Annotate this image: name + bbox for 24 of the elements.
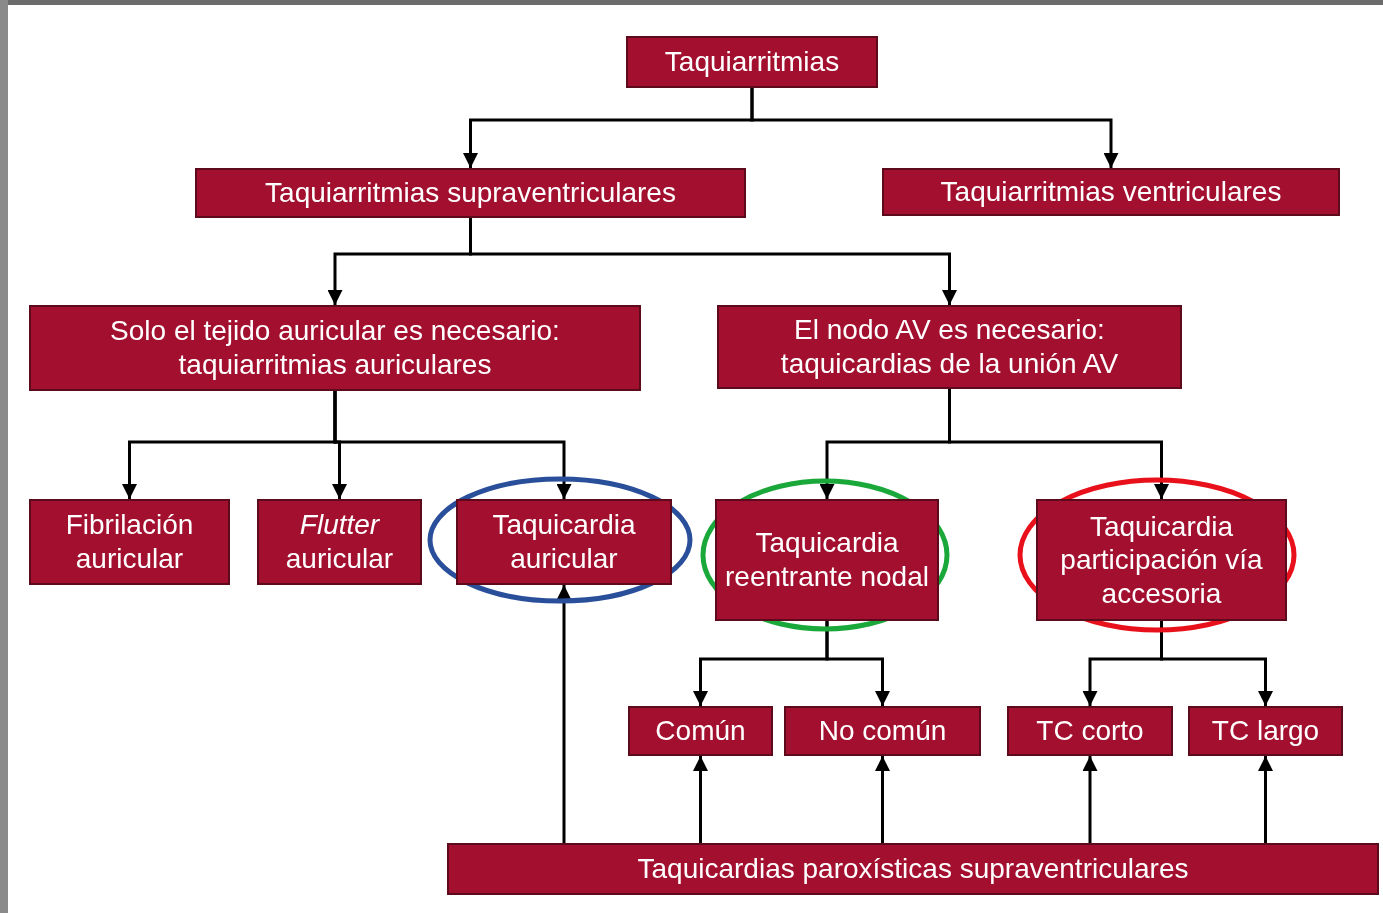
- arrow: [1160, 621, 1273, 706]
- arrow: [1258, 756, 1273, 843]
- category-box: Flutter auricular: [257, 499, 422, 585]
- category-box: Taquicardia reentrante nodal: [715, 499, 939, 621]
- category-box: Taquiarritmias ventriculares: [882, 168, 1340, 216]
- category-box: No común: [784, 706, 981, 756]
- arrow: [750, 88, 1119, 168]
- arrow: [556, 585, 572, 843]
- category-box: Solo el tejido auricular es necesario: taquiarritmias auriculares: [29, 305, 641, 391]
- arrow: [333, 391, 572, 499]
- category-box: TC corto: [1007, 706, 1173, 756]
- category-box: Fibrilación auricular: [29, 499, 230, 585]
- category-box: Taquicardia participación vía accesoria: [1036, 499, 1287, 621]
- category-box: Taquiarritmias supraventriculares: [195, 168, 746, 218]
- category-box: Taquicardia auricular: [456, 499, 672, 585]
- arrow: [825, 621, 890, 706]
- category-box: TC largo: [1188, 706, 1343, 756]
- category-box: Taquicardias paroxísticas supraventriculares: [447, 843, 1379, 895]
- arrow: [1082, 756, 1098, 843]
- arrow: [875, 756, 890, 843]
- category-box: El nodo AV es necesario: taquicardias de la unión AV: [717, 305, 1182, 389]
- arrow: [693, 756, 708, 843]
- category-box: Común: [628, 706, 773, 756]
- category-box: Taquiarritmias: [626, 36, 878, 88]
